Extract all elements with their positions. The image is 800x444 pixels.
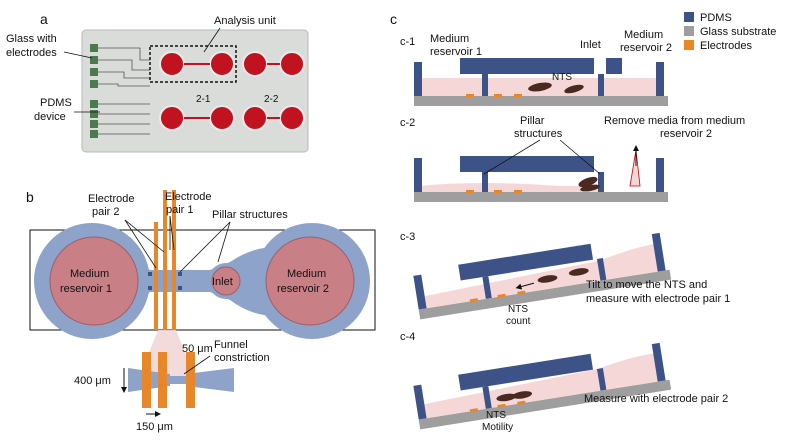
c3-nts-count-line1: NTS [508,304,528,315]
step-c3-tag: c-3 [400,231,415,243]
pillar-structures-label: Pillar structures [212,209,288,221]
dim-400-label: 400 μm [74,375,111,387]
funnel-line2: constriction [214,352,270,364]
funnel-inset [128,352,234,408]
electrode-pair-2-line2: pair 2 [92,206,120,218]
c3-tilt-line2: measure with electrode pair 1 [586,293,730,305]
analysis-unit-label: Analysis unit [214,15,276,27]
reservoir-1-label-line2: reservoir 1 [60,283,112,295]
panel-label-c: c [390,11,397,27]
c1-inlet: Inlet [580,39,601,51]
step-c2: c-2 Pillar structures Remove media from … [400,115,745,202]
funnel-line1: Funnel [214,339,248,351]
c2-pillar-line1: Pillar [520,115,545,127]
c4-measure: Measure with electrode pair 2 [584,393,728,405]
panel-label-a: a [40,11,48,27]
glass-label-line2: electrodes [6,47,57,59]
step-c1: c-1 Medium reservoir 1 Inlet Medium rese… [400,29,672,106]
legend-glass: Glass substrate [700,26,776,38]
electrode-pair-2-line1: Electrode [88,193,134,205]
electrode-pair-1-line2: pair 1 [166,204,194,216]
unit-label: 2-1 [196,94,211,105]
reservoir-2-label-line2: reservoir 2 [277,283,329,295]
reservoir-2-label: Medium [287,268,326,280]
legend-swatch-pdms [684,12,694,22]
step-c1-tag: c-1 [400,36,415,48]
c1-reservoir2-line1: Medium [624,29,663,41]
c2-remove-line1: Remove media from medium [604,115,745,127]
c2-pillar-line2: structures [514,128,563,140]
step-c4-tag: c-4 [400,331,415,343]
c1-nts: NTS [552,72,572,83]
electrode-pair-1-line1: Electrode [165,191,211,203]
c4-nts-line1: NTS [486,410,506,421]
dim-150-label: 150 μm [136,421,173,433]
step-c2-tag: c-2 [400,117,415,129]
step-c3 [413,232,672,320]
inlet-label: Inlet [212,276,233,288]
unit-label: 2-2 [264,94,279,105]
legend-pdms: PDMS [700,12,732,24]
dim-50-label: 50 μm [182,343,213,355]
legend: PDMS Glass substrate Electrodes [684,12,776,52]
c3-nts-count-line2: count [506,316,531,327]
c3-tilt-line1: Tilt to move the NTS and [586,279,707,291]
step-c4 [413,342,672,430]
legend-electrodes: Electrodes [700,40,752,52]
legend-swatch-glass [684,26,694,36]
analysis-unit-box [149,45,237,83]
c1-reservoir2-line2: reservoir 2 [620,42,672,54]
electrodes [154,190,176,330]
device-photo: 2-1 2-2 [81,29,309,153]
c4-nts-line2: Motility [482,422,513,433]
pdms-label-line1: PDMS [40,97,72,109]
c2-remove-line2: reservoir 2 [660,128,712,140]
glass-label-line1: Glass with [6,33,57,45]
microfluidic-channel [34,223,370,339]
legend-swatch-electrodes [684,40,694,50]
c1-reservoir1-line1: Medium [430,33,469,45]
reservoir-1-label: Medium [70,268,109,280]
device-outline [29,229,376,331]
c1-reservoir1-line2: reservoir 1 [430,46,482,58]
pdms-label-line2: device [34,111,66,123]
panel-label-b: b [26,189,34,205]
